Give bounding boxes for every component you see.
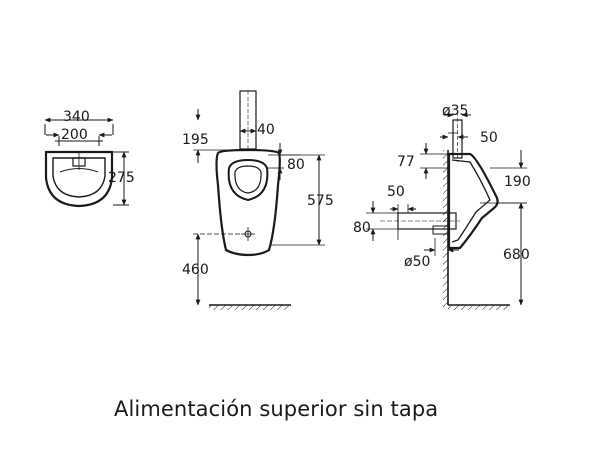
side-floor-height-label: 680 xyxy=(503,247,530,263)
side-feed-diameter-label: ø35 xyxy=(442,103,468,119)
top-bowl-inner xyxy=(52,157,106,198)
top-width-inner-label: 200 xyxy=(61,127,88,143)
side-feed-offset-label: 50 xyxy=(480,130,498,146)
front-floor-outlet-label: 460 xyxy=(182,262,209,278)
front-feed-offset-label: 40 xyxy=(257,122,275,138)
top-width-outer-label: 340 xyxy=(63,109,90,125)
side-rim-offset-label: 77 xyxy=(397,154,415,170)
front-bowl-outline xyxy=(215,148,281,257)
side-view: ø35 50 77 190 50 80 xyxy=(353,103,531,310)
side-outlet-offset-label: 50 xyxy=(387,184,405,200)
side-outlet-diameter-label: ø50 xyxy=(404,254,430,270)
top-depth-label: 275 xyxy=(108,170,135,186)
side-urinal-body xyxy=(447,152,499,250)
side-outlet-height-label: 80 xyxy=(353,220,371,236)
front-floor-hatch xyxy=(209,305,291,310)
front-rim-outlet-label: 80 xyxy=(287,157,305,173)
front-rim xyxy=(227,158,269,202)
front-feed-height-label: 195 xyxy=(182,132,209,148)
front-view: 40 195 80 575 460 xyxy=(182,90,334,310)
top-view: 340 200 275 xyxy=(44,109,135,208)
top-bowl-outline xyxy=(44,150,114,208)
side-top-height-label: 190 xyxy=(504,174,531,190)
side-floor-hatch xyxy=(448,305,510,310)
drawing-caption: Alimentación superior sin tapa xyxy=(114,397,439,421)
front-body-height-label: 575 xyxy=(307,193,334,209)
